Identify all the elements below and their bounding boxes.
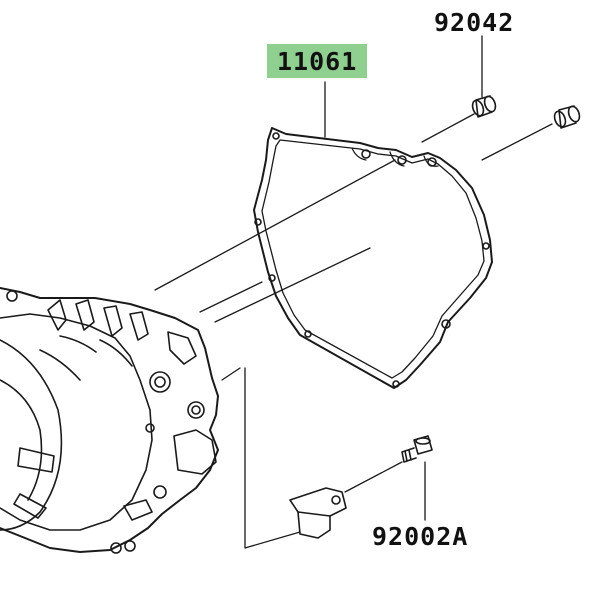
alignment-lines <box>154 113 553 493</box>
leader-lines <box>221 35 483 549</box>
gasket-11061 <box>253 127 493 389</box>
engine-cover <box>0 287 219 554</box>
part-number-92042: 92042 <box>434 8 515 37</box>
bolt-92002a <box>401 435 433 463</box>
dowel-pin-92042 <box>471 95 497 118</box>
part-number-11061: 11061 <box>267 44 368 78</box>
dowel-pin-right <box>553 105 581 129</box>
part-number-92002a: 92002A <box>372 522 469 551</box>
bracket <box>289 487 347 539</box>
